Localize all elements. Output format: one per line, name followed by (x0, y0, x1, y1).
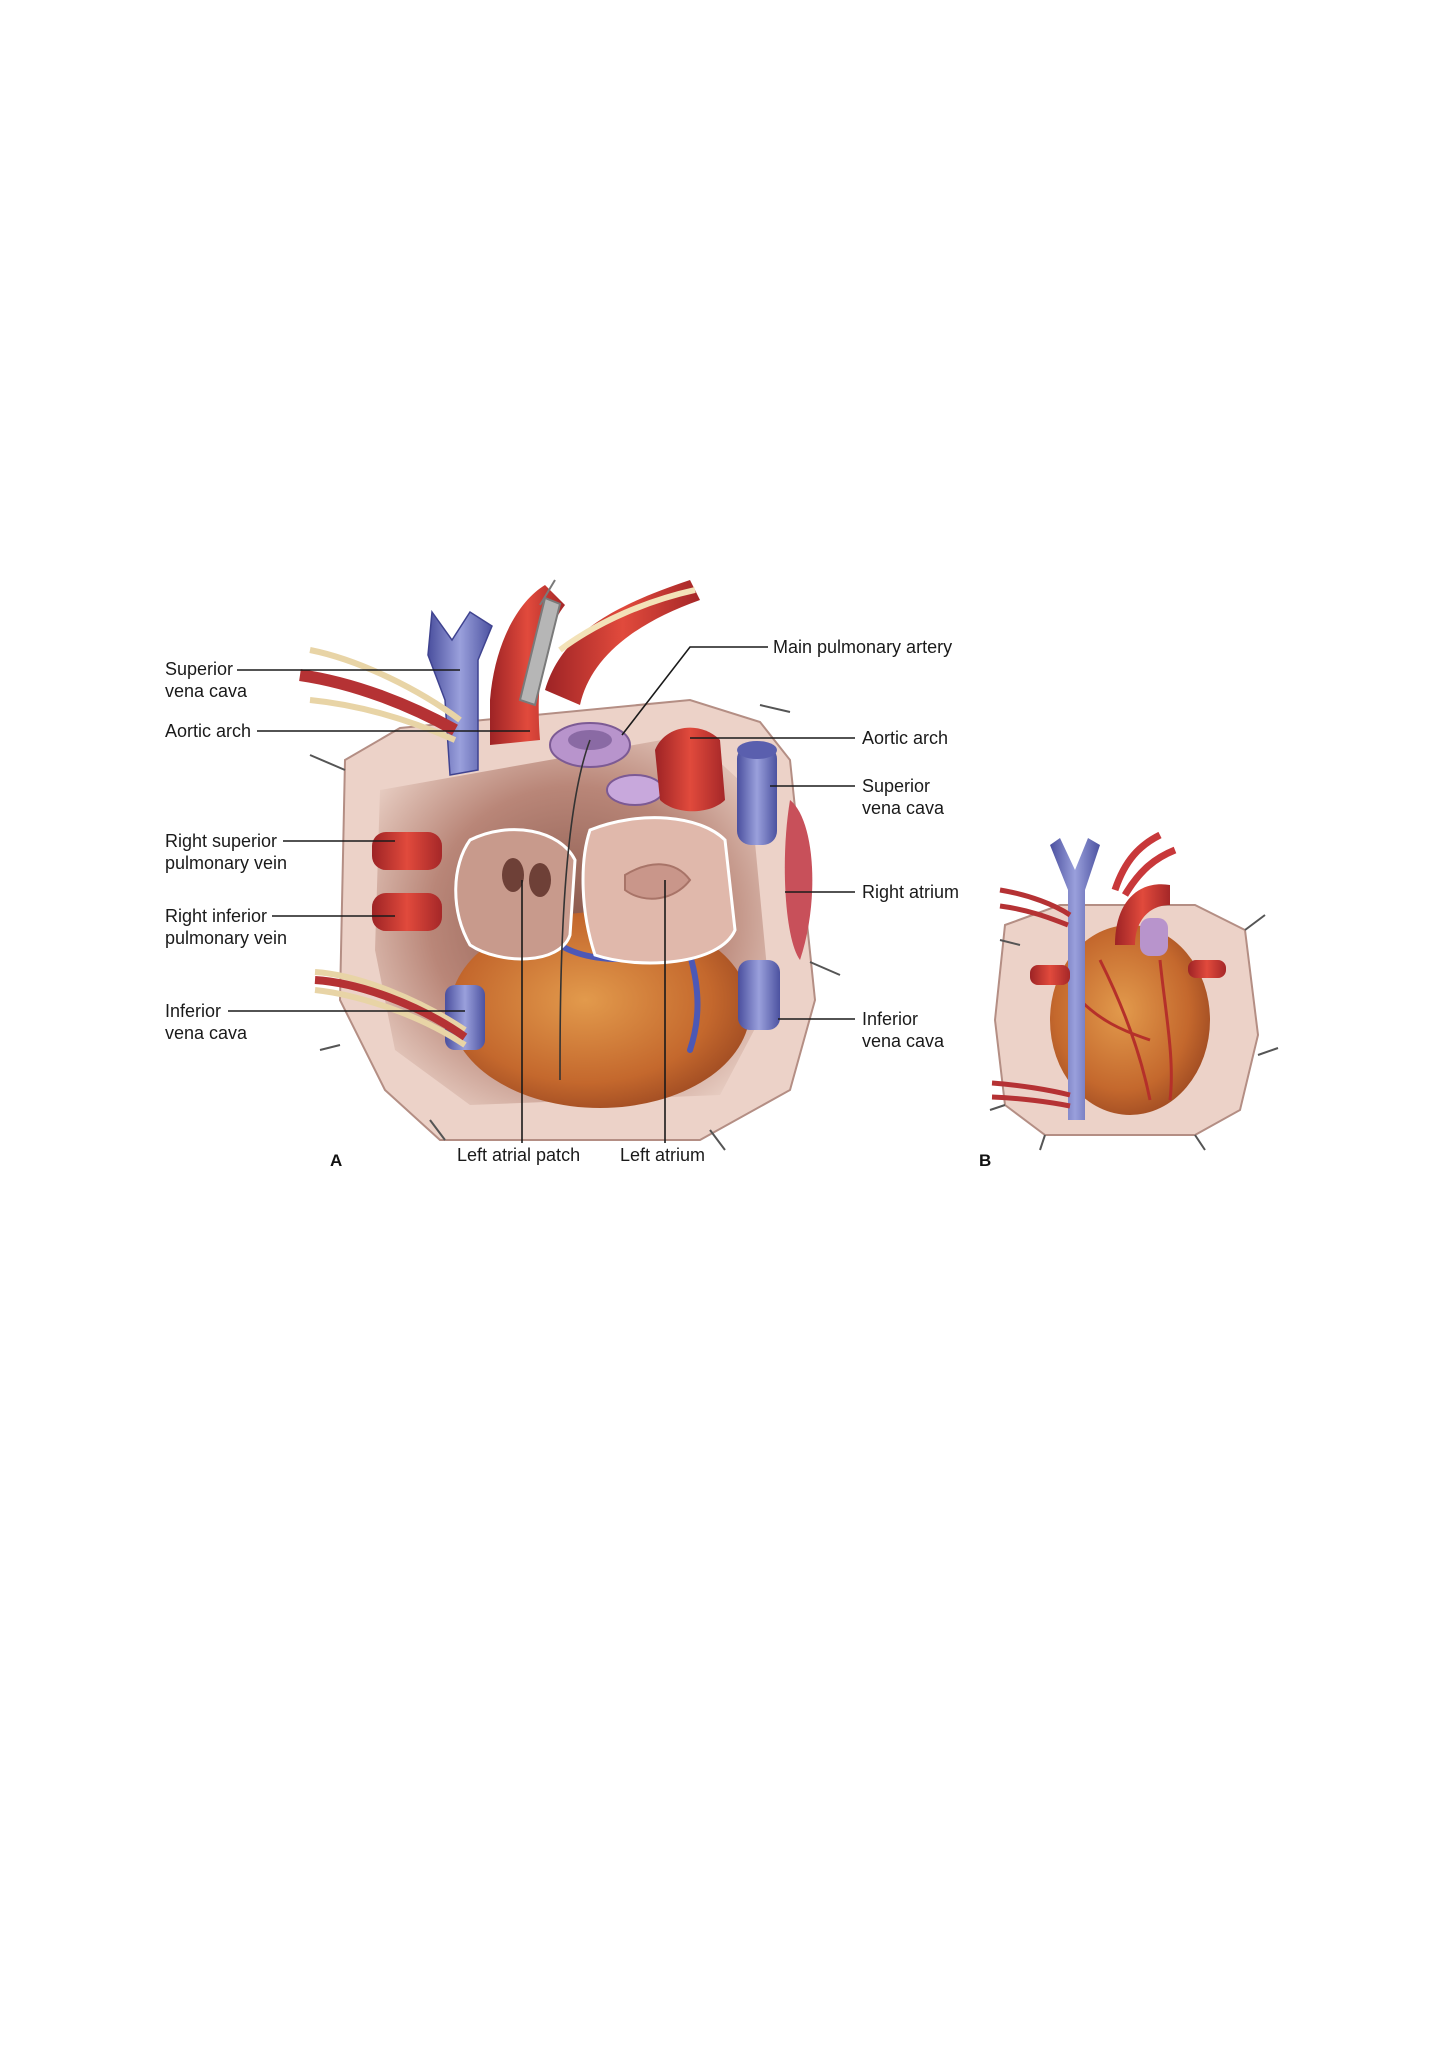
branch-nerve-strand (558, 587, 696, 653)
label-main-pulmonary-artery: Main pulmonary artery (773, 637, 952, 657)
arch-branches-b (1111, 831, 1177, 897)
inferior-vena-cava-right (738, 960, 780, 1030)
label-left-atrium: Left atrium (620, 1145, 705, 1165)
superior-vena-cava-right-lumen (737, 741, 777, 759)
label-ivc-left-2: vena cava (165, 1023, 248, 1043)
leader-main-pa (621, 646, 768, 736)
svc-b (1050, 838, 1100, 1120)
label-rspv-1: Right superior (165, 831, 277, 851)
aorta-b (1115, 884, 1170, 945)
right-atrium (784, 800, 813, 960)
label-rspv-2: pulmonary vein (165, 853, 287, 873)
superior-vena-cava-right (737, 745, 777, 845)
label-svc-left-2: vena cava (165, 681, 248, 701)
aortic-arch-right (655, 727, 725, 812)
label-aortic-arch-left: Aortic arch (165, 721, 251, 741)
panel-a-illustration (299, 579, 841, 1151)
label-svc-right-2: vena cava (862, 798, 945, 818)
upper-strands-left (309, 647, 462, 743)
lower-strands-b (991, 1080, 1071, 1109)
labels-bottom: Left atrial patch Left atrium (457, 880, 705, 1165)
upper-artery-left (299, 669, 458, 736)
phrenic-strands-left (314, 969, 467, 1048)
label-ivc-right-2: vena cava (862, 1031, 945, 1051)
upper-strands-b (999, 887, 1072, 928)
pulmonary-artery-stump-2 (606, 774, 664, 806)
label-ripv-2: pulmonary vein (165, 928, 287, 948)
superior-vena-cava-left (427, 609, 493, 776)
label-ripv-1: Right inferior (165, 906, 267, 926)
label-svc-right-1: Superior (862, 776, 930, 796)
right-inferior-pulmonary-vein (372, 893, 442, 931)
lower-artery-left (314, 976, 468, 1041)
label-ivc-left-1: Inferior (165, 1001, 221, 1021)
pulmonary-artery-b (1140, 918, 1168, 956)
panel-label-a: A (330, 1151, 342, 1170)
arch-branch-vessels (545, 580, 700, 705)
coronary-vessels-b (1078, 959, 1173, 1101)
pulmonary-vein-b-1 (1030, 965, 1070, 985)
label-aortic-arch-right: Aortic arch (862, 728, 948, 748)
label-left-atrial-patch: Left atrial patch (457, 1145, 580, 1165)
right-superior-pulmonary-vein (372, 832, 442, 870)
labels-left: Superior vena cava Aortic arch Right sup… (165, 659, 530, 1043)
panel-b-illustration (989, 831, 1279, 1151)
label-ivc-right-1: Inferior (862, 1009, 918, 1029)
pulmonary-vein-b-2 (1188, 960, 1226, 978)
label-svc-left-1: Superior (165, 659, 233, 679)
panel-label-b: B (979, 1151, 991, 1170)
suture-line (559, 739, 591, 1081)
pulmonary-vein-orifice-2 (529, 863, 551, 897)
tricuspid-texture (624, 863, 692, 900)
inferior-vena-cava-left (445, 985, 485, 1050)
aortic-clamp (518, 579, 562, 707)
pulmonary-vein-orifice-1 (502, 858, 524, 892)
labels-right: Main pulmonary artery Aortic arch Superi… (621, 637, 959, 1051)
label-right-atrium: Right atrium (862, 882, 959, 902)
left-atrial-patch-shape (454, 828, 577, 961)
stay-sutures-b (989, 914, 1279, 1151)
stay-sutures (309, 704, 841, 1151)
